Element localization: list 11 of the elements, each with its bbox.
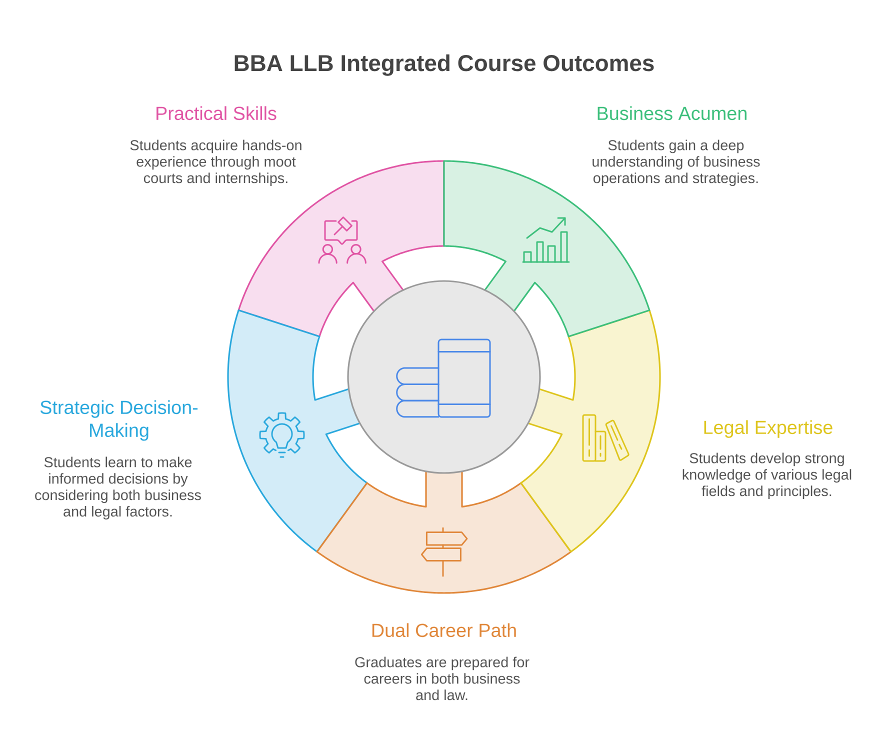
heading: Strategic Decision-Making	[40, 400, 198, 441]
description: Students develop strong knowledge of various legal fields and principles.	[682, 452, 852, 500]
description: Students acquire hands-on experience through moot courts and internships.	[130, 140, 302, 186]
description: Students gain a deep understanding of business operations and strategies.	[592, 140, 760, 186]
heading: Dual Career Path	[372, 623, 516, 638]
heading: Practical Skills	[156, 106, 276, 120]
heading: Legal Expertise	[704, 420, 832, 438]
description: Students learn to make informed decisions by considering both business and legal factors.	[35, 456, 201, 520]
description: Graduates are prepared for careers in both business and law.	[355, 656, 530, 700]
title: BBA LLB Integrated Course Outcomes	[234, 54, 654, 76]
heading: Business Acumen	[598, 106, 746, 120]
